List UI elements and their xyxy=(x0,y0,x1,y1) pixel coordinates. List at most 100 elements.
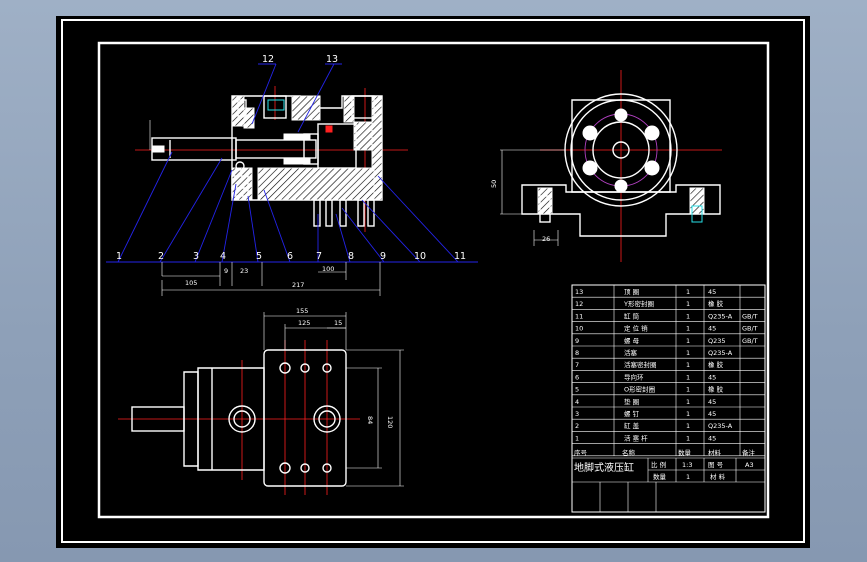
drawing-title: 地脚式液压缸 xyxy=(574,461,634,474)
bom-cell-mat: 橡 胶 xyxy=(708,360,724,369)
balloon-9: 9 xyxy=(380,251,386,262)
bom-cell-mat: 橡 胶 xyxy=(708,385,724,394)
bom-cell-name: 螺 母 xyxy=(624,336,640,345)
bom-cell-no: 10 xyxy=(575,325,583,333)
dim-15: 15 xyxy=(334,319,342,327)
bom-cell-no: 6 xyxy=(575,373,579,381)
bom-cell-note: GB/T xyxy=(742,325,758,333)
bom-cell-qty: 1 xyxy=(686,434,690,442)
dim-9: 9 xyxy=(224,267,228,275)
bom-cell-name: 垫 圈 xyxy=(624,397,639,406)
bom-cell-note: GB/T xyxy=(742,312,758,320)
dim-26: 26 xyxy=(542,235,550,243)
bom-cell-mat: 45 xyxy=(708,288,716,296)
dim-23: 23 xyxy=(240,267,248,275)
side-view xyxy=(500,70,722,262)
bom-cell-mat: 45 xyxy=(708,398,716,406)
bom-row: 6 导向环 1 45 xyxy=(575,372,716,381)
bom-cell-name: O形密封圈 xyxy=(624,385,655,394)
balloon-2: 2 xyxy=(158,251,164,262)
bom-header-name: 名称 xyxy=(622,448,636,457)
bom-cell-mat: Q235 xyxy=(708,337,726,345)
balloon-4: 4 xyxy=(220,251,226,262)
bom-cell-qty: 1 xyxy=(686,300,690,308)
top-view xyxy=(118,312,404,495)
bom-row: 8 活塞 1 Q235-A xyxy=(575,348,733,357)
bom-cell-mat: 45 xyxy=(708,325,716,333)
balloon-11: 11 xyxy=(454,251,466,262)
bom-row: 9 螺 母 1 Q235 GB/T xyxy=(575,336,758,345)
bom-cell-qty: 1 xyxy=(686,288,690,296)
bom-cell-note: GB/T xyxy=(742,337,758,345)
balloon-8: 8 xyxy=(348,251,354,262)
bom-cell-name: 缸 盖 xyxy=(624,421,640,430)
bom-cell-name: 螺 钉 xyxy=(624,409,640,418)
bom-cell-name: 活塞密封圈 xyxy=(624,360,657,369)
balloon-6: 6 xyxy=(287,251,293,262)
bom-cell-mat: 45 xyxy=(708,373,716,381)
material-label: 材 料 xyxy=(710,472,726,481)
bom-cell-mat: Q235-A xyxy=(708,312,733,320)
qty-label: 数量 xyxy=(653,472,667,481)
bom-cell-mat: Q235-A xyxy=(708,349,733,357)
bom-cell-no: 5 xyxy=(575,386,579,394)
bom-cell-mat: Q235-A xyxy=(708,422,733,430)
sheet-size: A3 xyxy=(745,461,754,469)
balloon-3: 3 xyxy=(193,251,199,262)
bom-cell-no: 2 xyxy=(575,422,579,430)
bom-cell-qty: 1 xyxy=(686,361,690,369)
bom-cell-qty: 1 xyxy=(686,337,690,345)
bom-cell-qty: 1 xyxy=(686,410,690,418)
dim-100: 100 xyxy=(322,265,334,273)
balloon-1: 1 xyxy=(116,251,122,262)
bom-header-no: 序号 xyxy=(574,448,588,457)
bom-row: 2 缸 盖 1 Q235-A xyxy=(575,421,733,430)
scale-label: 比 例 xyxy=(651,460,666,469)
bom-cell-mat: 45 xyxy=(708,434,716,442)
part-leaders xyxy=(106,63,478,263)
front-section-view: 12 13 1 2 3 4 5 6 7 8 9 10 11 105 9 23 2… xyxy=(106,54,478,296)
bom-header-qty: 数量 xyxy=(678,448,692,457)
bom-cell-mat: 橡 胶 xyxy=(708,299,724,308)
balloon-13: 13 xyxy=(326,54,338,65)
dim-50: 50 xyxy=(490,180,498,188)
bom-cell-no: 4 xyxy=(575,398,579,406)
bom-cell-no: 12 xyxy=(575,300,583,308)
bom-row: 11 缸 筒 1 Q235-A GB/T xyxy=(575,311,758,320)
bom-cell-name: 缸 筒 xyxy=(624,311,640,320)
bom-header-note: 备注 xyxy=(742,448,756,457)
bom-cell-qty: 1 xyxy=(686,422,690,430)
bom-cell-no: 11 xyxy=(575,312,583,320)
scale-value: 1:3 xyxy=(682,461,692,469)
bom-cell-no: 1 xyxy=(575,434,579,442)
dim-125: 125 xyxy=(298,319,310,327)
bom-cell-name: 活塞 xyxy=(624,348,638,357)
bom-header-mat: 材料 xyxy=(708,448,722,457)
bom-cell-no: 9 xyxy=(575,337,579,345)
dim-217: 217 xyxy=(292,281,304,289)
bom-row: 3 螺 钉 1 45 xyxy=(575,409,716,418)
bom-cell-mat: 45 xyxy=(708,410,716,418)
front-dimensions xyxy=(149,120,381,296)
bom-cell-name: Y形密封圈 xyxy=(623,299,654,308)
bom-cell-name: 导向环 xyxy=(624,372,644,381)
dim-155: 155 xyxy=(296,307,308,315)
inner-frame xyxy=(97,41,770,519)
bom-cell-qty: 1 xyxy=(686,373,690,381)
bom-cell-qty: 1 xyxy=(686,312,690,320)
bom-row: 4 垫 圈 1 45 xyxy=(575,397,716,406)
bom-cell-no: 3 xyxy=(575,410,579,418)
dim-84: 84 xyxy=(366,416,374,424)
qty-value: 1 xyxy=(686,473,690,481)
bom-cell-no: 8 xyxy=(575,349,579,357)
bom-cell-qty: 1 xyxy=(686,349,690,357)
bom-cell-qty: 1 xyxy=(686,398,690,406)
balloon-7: 7 xyxy=(316,251,322,262)
